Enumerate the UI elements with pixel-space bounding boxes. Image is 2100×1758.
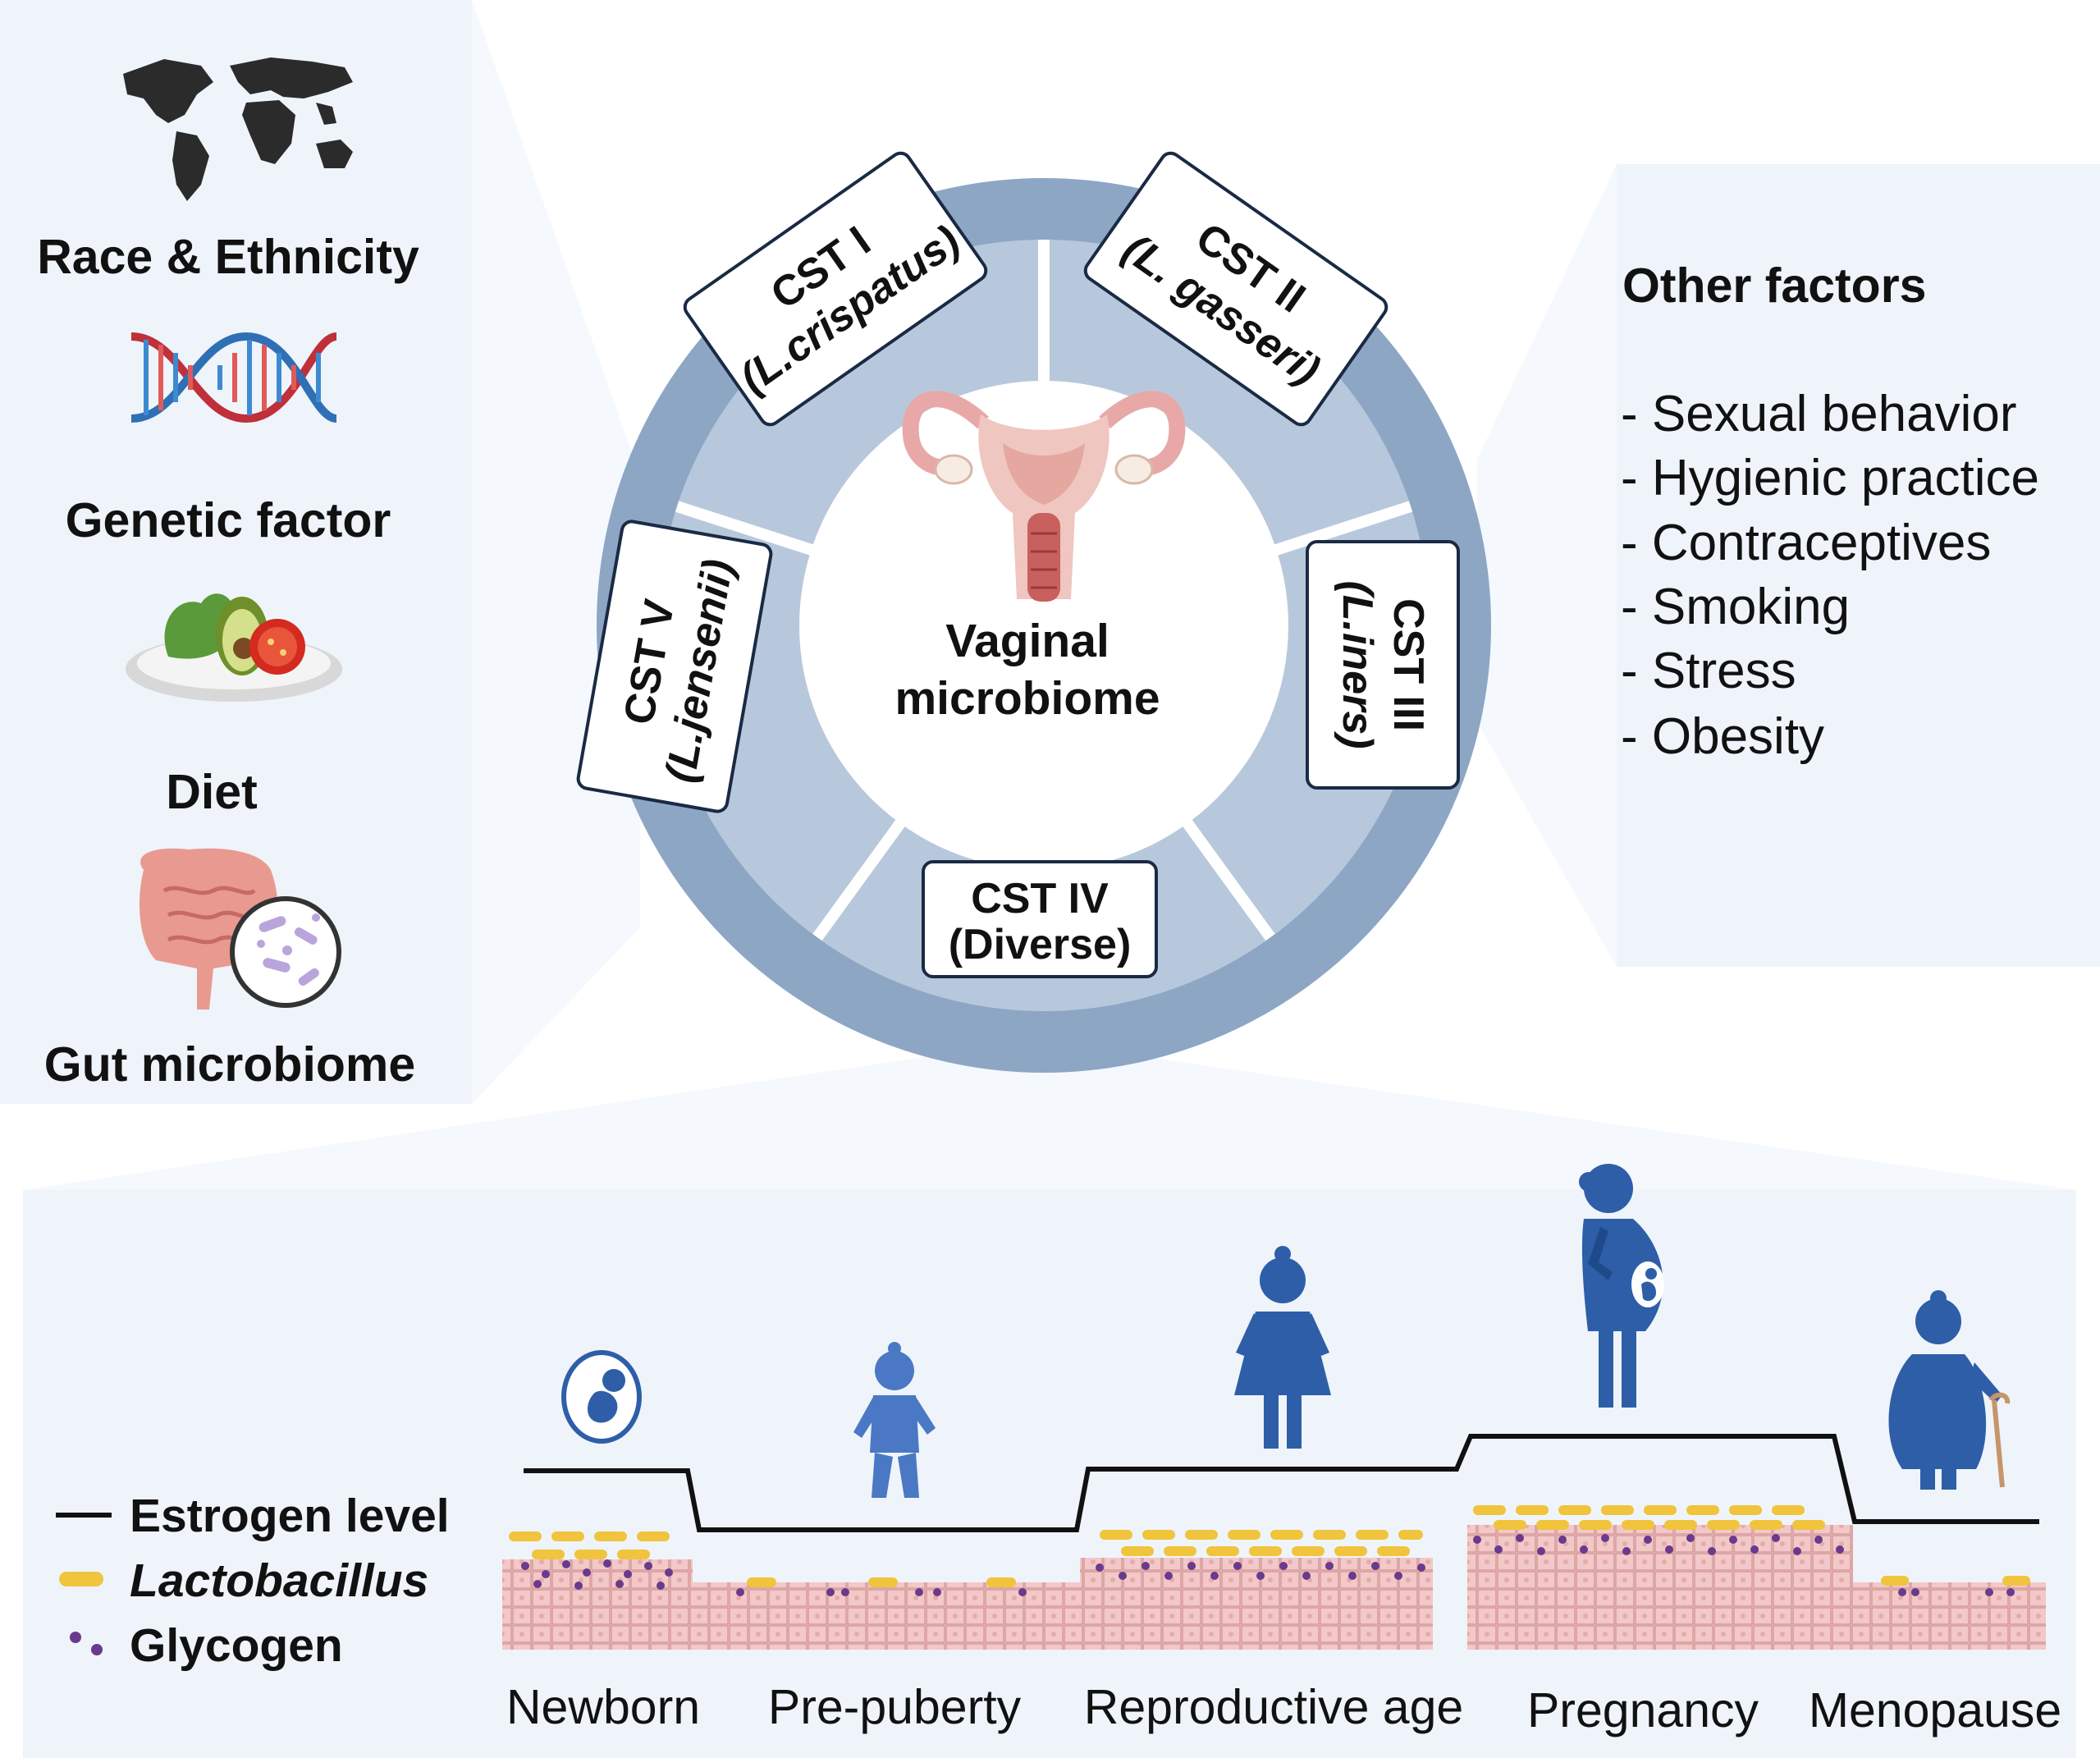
stage-label-menopause: Menopause xyxy=(1809,1683,2061,1737)
cst2-box: CST II (L. gasseri) xyxy=(1083,151,1389,427)
other-factor-item: - Contraceptives xyxy=(1621,515,1991,571)
center-title-line1: Vaginal xyxy=(945,615,1109,667)
race-ethnicity-label: Race & Ethnicity xyxy=(37,230,419,284)
other-factor-item: - Obesity xyxy=(1621,708,1824,765)
legend-lactobacillus-marker xyxy=(59,1572,103,1586)
other-factor-item: - Sexual behavior xyxy=(1621,386,2017,442)
bottom-panel-connector xyxy=(23,1051,2076,1190)
epithelium xyxy=(502,1525,2046,1650)
epithelium-pregnancy xyxy=(1467,1525,1853,1650)
cst4-name: CST IV xyxy=(971,875,1109,922)
newborn-icon xyxy=(561,1350,642,1444)
wheel-center xyxy=(799,381,1288,870)
epithelium-prepuberty xyxy=(693,1582,1080,1650)
lactobacillus-cluster xyxy=(509,1505,2030,1587)
cst5-box: CST V (L.jensenii) xyxy=(576,520,773,813)
elderly-woman-icon xyxy=(1888,1290,2011,1490)
center-title-line2: microbiome xyxy=(894,672,1160,725)
legend-glycogen-label: Glycogen xyxy=(130,1619,343,1672)
cst3-species: (L.iners) xyxy=(1334,580,1381,749)
legend-lactobacillus-label: Lactobacillus xyxy=(130,1554,428,1607)
pregnant-woman-icon xyxy=(1579,1164,1664,1408)
glycogen-cluster xyxy=(521,1534,2015,1596)
gut-microbiome-icon xyxy=(140,848,341,1009)
other-factors-title: Other factors xyxy=(1622,259,1926,313)
epithelium-reproductive xyxy=(1080,1558,1433,1650)
other-factors-list: - Sexual behavior - Hygienic practice - … xyxy=(1621,386,2039,765)
legend-glycogen-marker xyxy=(70,1632,103,1655)
legend-estrogen-label: Estrogen level xyxy=(130,1490,450,1542)
epithelium-newborn xyxy=(502,1559,693,1650)
diet-plate-icon xyxy=(126,593,342,702)
cst-wheel xyxy=(597,178,1491,1073)
stage-label-reproductive: Reproductive age xyxy=(1084,1680,1463,1734)
world-map-icon xyxy=(123,57,353,201)
diet-label: Diet xyxy=(166,765,257,819)
right-panel xyxy=(1617,164,2100,967)
uterus-icon xyxy=(902,391,1186,602)
stage-label-prepuberty: Pre-puberty xyxy=(768,1680,1022,1734)
other-factor-item: - Stress xyxy=(1621,643,1796,699)
cst3-name: CST III xyxy=(1384,598,1432,731)
cst4-box: CST IV (Diverse) xyxy=(922,860,1158,978)
epithelium-menopause xyxy=(1853,1582,2046,1650)
genetic-factor-label: Genetic factor xyxy=(66,493,391,547)
left-panel-connector xyxy=(472,0,640,1104)
other-factor-item: - Smoking xyxy=(1621,579,1850,635)
cst4-species: (Diverse) xyxy=(949,921,1132,968)
dna-icon xyxy=(130,332,338,423)
cst3-box: CST III (L.iners) xyxy=(1306,540,1460,790)
left-panel xyxy=(0,0,472,1104)
right-panel-connector xyxy=(1477,164,1617,967)
gut-microbiome-label: Gut microbiome xyxy=(44,1037,415,1092)
woman-icon xyxy=(1234,1246,1331,1449)
child-icon xyxy=(853,1342,936,1498)
other-factor-item: - Hygienic practice xyxy=(1621,450,2039,506)
estrogen-level-line xyxy=(524,1434,2039,1532)
stage-label-pregnancy: Pregnancy xyxy=(1527,1683,1759,1737)
bottom-panel xyxy=(23,1190,2076,1758)
stage-labels: Newborn Pre-puberty Reproductive age Pre… xyxy=(506,1680,2061,1737)
stage-label-newborn: Newborn xyxy=(506,1680,700,1734)
